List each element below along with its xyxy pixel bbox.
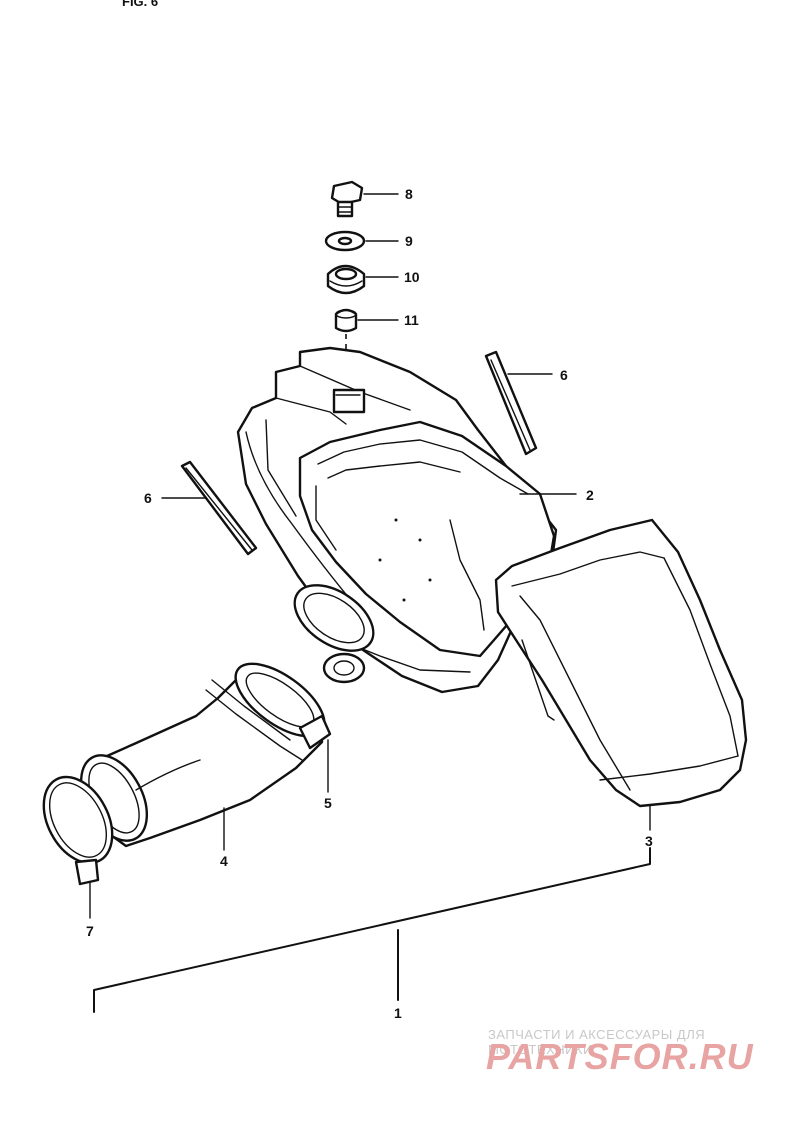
- callout-2: 2: [586, 487, 594, 503]
- callout-9: 9: [405, 233, 413, 249]
- cover-part: [494, 518, 748, 808]
- outlet-ring: [293, 584, 375, 684]
- assembly-bracket: [93, 847, 651, 1013]
- callout-8: 8: [405, 186, 413, 202]
- grommet-part: [326, 264, 366, 295]
- strip-part-right: [484, 350, 538, 456]
- washer-part: [324, 230, 366, 252]
- watermark-caption: ЗАПЧАСТИ И АКСЕССУАРЫ ДЛЯ МОТОТЕХНИКИ: [488, 1027, 706, 1057]
- callout-6-left: 6: [144, 490, 152, 506]
- callout-1: 1: [394, 1005, 402, 1021]
- callout-6-right: 6: [560, 367, 568, 383]
- hose-band: [42, 775, 114, 886]
- hose-clamp: [298, 714, 332, 750]
- bolt-part: [330, 180, 364, 218]
- collar-part: [334, 308, 358, 333]
- callout-3: 3: [645, 833, 653, 849]
- figure-label: FIG. 6: [122, 0, 159, 9]
- watermark-brand: PARTSFOR.RU: [486, 1036, 754, 1077]
- strip-part-left: [180, 460, 258, 556]
- callout-5: 5: [324, 795, 332, 811]
- callout-10: 10: [404, 269, 420, 285]
- callout-11: 11: [404, 312, 419, 328]
- callout-4: 4: [220, 853, 228, 869]
- callout-7: 7: [86, 923, 94, 939]
